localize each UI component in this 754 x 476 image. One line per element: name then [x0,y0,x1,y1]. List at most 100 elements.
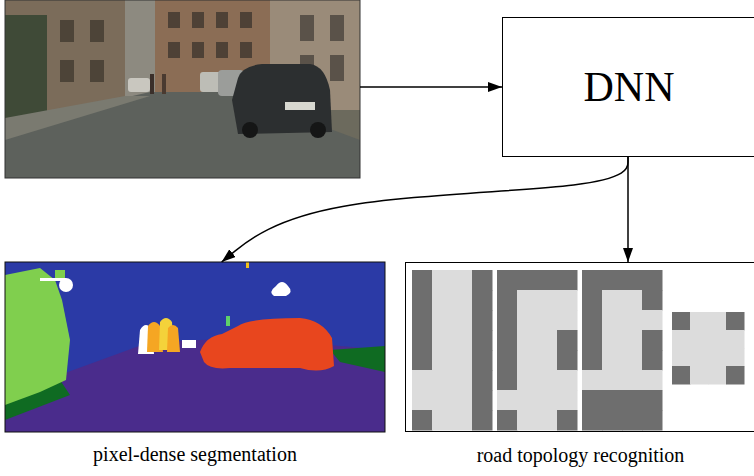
topology-cell [642,290,663,311]
segmentation-map [5,262,385,432]
street-photo-part [168,42,180,58]
topology-tile [582,350,663,431]
topology-cell [432,370,453,391]
topology-cell [726,330,745,349]
topology-cell [622,310,643,331]
topology-cell [537,370,558,391]
segmentation-map-part [182,340,196,348]
topology-cell [642,370,663,391]
topology-cell [602,390,623,411]
topology-cell [412,350,433,371]
topology-cell [602,270,623,291]
topology-cell [582,410,603,431]
topology-cell [708,312,727,331]
topology-cell [517,390,538,411]
street-photo-part [168,12,180,28]
topology-cell [622,390,643,411]
flow-arrow [627,157,629,262]
topology-cell [642,310,663,331]
topology-cell [537,410,558,431]
topology-cell [582,350,603,371]
segmentation-map-part [55,270,65,278]
caption-text: pixel-dense segmentation [93,443,297,465]
topology-cell [412,330,433,351]
street-photo-part [240,12,252,28]
segmentation-map-part [5,262,385,432]
topology-cell [412,310,433,331]
street-photo-part [90,60,104,82]
topology-cell [690,330,709,349]
topology-cell [602,410,623,431]
topology-cell [472,390,493,411]
topology-cell [537,390,558,411]
topology-cell [497,370,518,391]
topology-cell [452,310,473,331]
topology-cell [472,310,493,331]
topology-cell [452,370,473,391]
topology-cell [557,270,578,291]
topology-cell [602,310,623,331]
node-label: DNN [584,63,675,111]
topology-cell [602,290,623,311]
street-photo-part [90,20,104,42]
topology-cell [452,330,473,351]
topology-cell [557,370,578,391]
segmentation-map-part [40,278,66,281]
topology-tile [582,270,663,351]
topology-cell [432,310,453,331]
topology-cell [582,330,603,351]
topology-cell [642,330,663,351]
road-topology-tiles [412,270,745,431]
topology-cell [582,370,603,391]
street-photo-part [216,42,228,58]
topology-cell [517,410,538,431]
topology-cell [557,390,578,411]
topology-cell [557,350,578,371]
topology-cell [517,350,538,371]
topology-cell [726,366,745,385]
node-text-area [5,0,360,178]
topology-cell [497,410,518,431]
topology-cell [412,410,433,431]
topology-cell [497,390,518,411]
topology-cell [497,290,518,311]
topology-cell [432,330,453,351]
topology-cell [412,270,433,291]
topology-cell [472,350,493,371]
street-photo-part [330,55,344,81]
street-photo [5,0,360,178]
topology-cell [412,370,433,391]
street-photo-part [128,78,150,92]
street-photo-part [125,0,155,100]
segmentation-map-part [226,316,230,326]
topology-tile [412,350,493,431]
segmentation-map-part [200,318,334,371]
topology-cell [432,270,453,291]
topology-cell [690,366,709,385]
topology-cell [622,290,643,311]
topology-cell [602,350,623,371]
topology-cell [537,310,558,331]
topology-cell [708,366,727,385]
topology-cell [672,348,691,367]
segmentation-map-part [167,325,180,352]
topology-cell [582,290,603,311]
segmentation-output: pixel-dense segmentation [5,262,385,432]
street-photo-part [242,122,258,138]
street-photo-part [162,74,166,94]
street-photo-part [330,15,344,41]
topology-cell [412,290,433,311]
topology-cell [582,270,603,291]
topology-cell [708,330,727,349]
topology-cell [537,290,558,311]
topology-cell [412,390,433,411]
input-image [5,0,360,178]
topology-cell [622,270,643,291]
topology-cell [452,390,473,411]
topology-cell [497,270,518,291]
segmentation-map-part [271,282,290,296]
node-caption-area: pixel-dense segmentation [5,442,385,466]
flow-arrow [360,86,502,88]
topology-cell [472,370,493,391]
street-photo-part [5,96,150,140]
